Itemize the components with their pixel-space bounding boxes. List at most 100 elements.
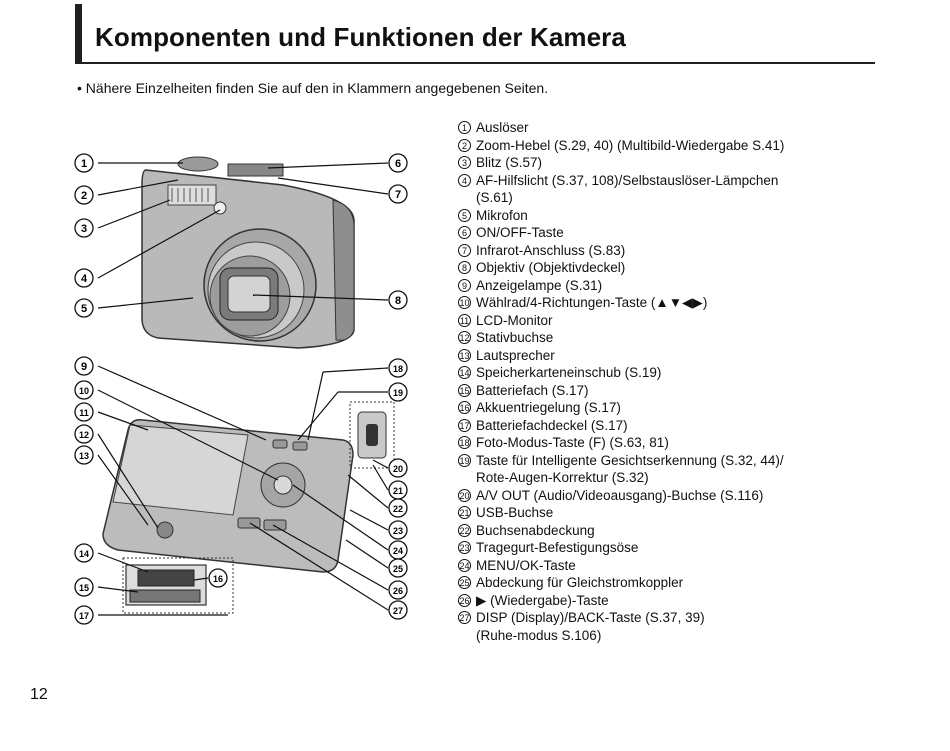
legend-number: 3 [458,156,471,169]
legend-text: (Ruhe-modus S.106) [476,627,602,643]
callout-18: 18 [388,358,408,378]
legend-item: (S.61) [458,189,878,207]
legend-item: 19 Taste für Intelligente Gesichtserkennu… [458,452,878,470]
legend-item: 20 A/V OUT (Audio/Videoausgang)-Buchse (S… [458,487,878,505]
callout-15: 15 [74,577,94,597]
legend-text: ▶ (Wiedergabe)-Taste [476,592,609,608]
legend-text: Blitz (S.57) [476,155,543,170]
legend-item: 9 Anzeigelampe (S.31) [458,277,878,295]
callout-number: 22 [393,504,403,514]
legend-text: ON/OFF-Taste [476,225,564,240]
legend-text: Mikrofon [476,207,528,223]
legend-number: 13 [458,348,471,362]
legend-text: Buchsenabdeckung [476,522,595,538]
legend-text: Objektiv (Objektivdeckel) [476,260,626,275]
legend-number: 20 [458,488,471,502]
legend-number: 15 [458,383,471,397]
legend-number: 24 [458,558,471,572]
legend-item: 11 LCD-Monitor [458,312,878,330]
callout-6: 6 [388,153,408,173]
legend-item: (Ruhe-modus S.106) [458,627,878,645]
legend-number: 8 [458,261,471,274]
legend-text: Tragegurt-Befestigungsöse [476,540,639,555]
legend-text: MENU/OK-Taste [476,557,576,573]
callout-number: 8 [395,295,401,307]
callout-number: 15 [79,583,89,593]
legend-item: 8 Objektiv (Objektivdeckel) [458,259,878,277]
callout-number: 21 [393,486,403,496]
legend-number: 22 [458,523,471,537]
callout-14: 14 [74,543,94,563]
callout-20: 20 [388,458,408,478]
legend-text: Speicherkarteneinschub (S.19) [476,365,662,380]
callout-12: 12 [74,424,94,444]
legend-number: 17 [458,418,471,432]
legend-number: 18 [458,436,471,449]
callout-number: 25 [393,564,403,574]
callout-number: 16 [213,574,223,584]
legend-text: Anzeigelampe (S.31) [476,277,603,293]
legend-number: 14 [458,366,471,379]
legend-item: 24 MENU/OK-Taste [458,557,878,575]
legend-text: (S.61) [476,190,513,205]
legend-number: 26 [458,593,471,607]
legend-number: 10 [458,296,471,309]
callout-7: 7 [388,184,408,204]
legend-number: 9 [458,278,471,292]
header-rule [82,62,875,64]
page-number: 12 [30,686,48,703]
legend-item: 3 Blitz (S.57) [458,154,878,172]
legend-number: 11 [458,313,471,327]
callout-13: 13 [74,445,94,465]
callout-9: 9 [74,356,94,376]
callout-number: 7 [395,189,401,201]
reference-note: • Nähere Einzelheiten finden Sie auf den… [77,80,549,96]
legend-text: Taste für Intelligente Gesichtserkennung… [476,452,784,468]
callout-17: 17 [74,605,94,625]
legend-text: A/V OUT (Audio/Videoausgang)-Buchse (S.1… [476,487,764,503]
legend-item: 13 Lautsprecher [458,347,878,365]
callout-number: 26 [393,586,403,596]
legend-text: Akkuentriegelung (S.17) [476,400,621,415]
callout-23: 23 [388,520,408,540]
callout-number: 27 [393,606,403,616]
legend-text: LCD-Monitor [476,312,553,328]
callout-number: 17 [79,611,89,621]
header-accent-bar [75,4,82,64]
callout-number: 5 [81,303,87,315]
legend-number: 1 [458,121,471,134]
legend-number: 19 [458,453,471,467]
legend-number: 12 [458,331,471,344]
legend-number: 2 [458,138,471,152]
callout-1: 1 [74,153,94,173]
legend-text: USB-Buchse [476,505,554,520]
legend-number: 27 [458,611,471,624]
callout-2: 2 [74,185,94,205]
callout-3: 3 [74,218,94,238]
legend-number: 16 [458,401,471,414]
legend-item: 21 USB-Buchse [458,504,878,522]
legend-text: Wählrad/4-Richtungen-Taste (▲▼◀▶) [476,295,708,310]
legend-number: 21 [458,506,471,519]
callout-number: 14 [79,549,89,559]
legend-text: Lautsprecher [476,347,555,363]
callout-21: 21 [388,480,408,500]
callout-24: 24 [388,540,408,560]
callout-number: 13 [79,451,89,461]
callout-25: 25 [388,558,408,578]
legend-text: Infrarot-Anschluss (S.83) [476,242,626,258]
callout-number: 2 [81,190,87,202]
camera-back-view [102,401,395,614]
callout-16: 16 [208,568,228,588]
callout-markers: 1234567891011121314151617181920212223242… [74,153,408,625]
callout-11: 11 [74,402,94,422]
